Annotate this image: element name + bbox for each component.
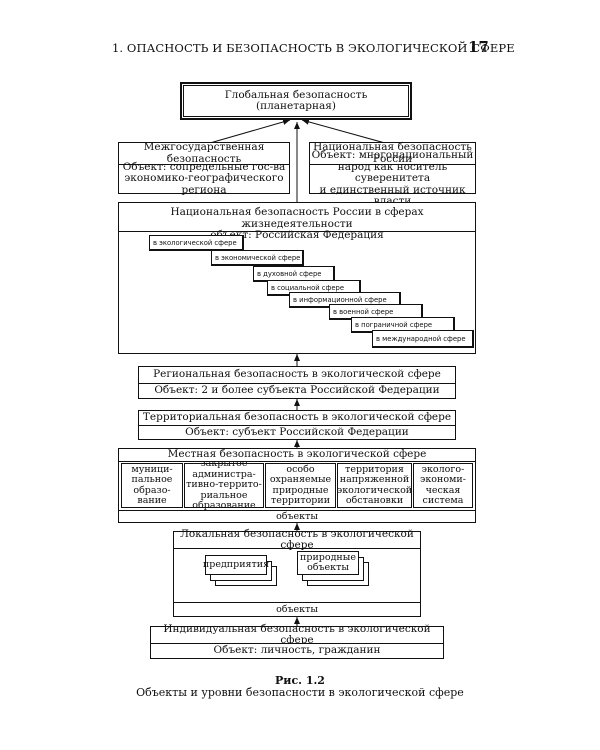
interstate-security-object-box: Объект: сопредельные гос-ва экономико-ге… xyxy=(118,160,290,196)
sphere-box-international: в международной сфере xyxy=(372,330,474,348)
interstate-title-line2: безопасность xyxy=(166,152,242,165)
local-col1-line1: муници- xyxy=(131,463,173,475)
local-security-title: Местная безопасность в экологической сфе… xyxy=(167,448,427,461)
national-spheres-divider xyxy=(119,231,475,232)
territorial-security-object: Объект: субъект Российской Федерации xyxy=(138,425,456,440)
interstate-object-line2: экономико-географического xyxy=(124,172,284,185)
national-spheres-heading: Национальная безопасность России в сфера… xyxy=(119,206,475,242)
localized-footer-divider xyxy=(174,602,420,603)
natural-objects-line2: объекты xyxy=(307,562,349,573)
territorial-security-title: Территориальная безопасность в экологиче… xyxy=(138,410,456,425)
local-col5-line4: система xyxy=(422,495,464,506)
localized-title-divider xyxy=(174,548,420,549)
national-title-line2: России xyxy=(372,152,413,165)
localized-security-title: Локальная безопасность в экологической с… xyxy=(180,527,414,551)
local-col5-line2: экономи- xyxy=(420,474,466,485)
interstate-object-line1: Объект: сопредельные гос-ва xyxy=(122,160,286,173)
local-col5-line3: ческая xyxy=(425,484,461,496)
natural-objects-line1: природные xyxy=(300,551,356,563)
interstate-object-line3: региона xyxy=(181,183,227,196)
local-col2-line5: образование xyxy=(192,500,256,512)
local-footer-divider xyxy=(119,510,475,511)
national-security-title-box: Национальная безопасность России xyxy=(309,141,476,165)
local-col2-line3: тивно-террито- xyxy=(186,479,262,491)
figure-label: Рис. 1.2 xyxy=(275,674,325,687)
interstate-security-title-box: Межгосударственная безопасность xyxy=(118,141,290,165)
figure-caption: Объекты и уровни безопасности в экологич… xyxy=(136,686,464,699)
local-col1-line4: вание xyxy=(137,495,167,506)
natural-objects-card: природные объекты xyxy=(297,551,359,575)
local-col4-line1: территория xyxy=(345,463,404,475)
global-security-inner: Глобальная безопасность (планетарная) xyxy=(183,85,409,117)
local-column-closed-territory: закрытое администра- тивно-террито- риал… xyxy=(184,459,264,511)
local-column-municipal: муници- пальное образо- вание xyxy=(121,463,183,508)
enterprises-card: предприятия xyxy=(203,555,269,575)
national-spheres-title: Национальная безопасность России в сфера… xyxy=(170,206,424,230)
local-column-protected-areas: особо охраняемые природные территории xyxy=(265,463,336,508)
local-col3-line3: природные xyxy=(272,484,329,496)
national-object-line1: Объект: многонациональный xyxy=(311,149,474,162)
local-col3-line4: территории xyxy=(270,495,331,506)
local-col2-line1: закрытое xyxy=(200,458,248,470)
local-col4-line3: экологической xyxy=(336,484,413,496)
local-column-tense-territory: территория напряженной экологической обс… xyxy=(337,463,412,508)
global-security-subtitle: (планетарная) xyxy=(255,100,336,112)
national-object-line2: народ как носитель суверенитета xyxy=(337,160,448,185)
national-security-object-box: Объект: многонациональный народ как носи… xyxy=(309,150,476,207)
local-col3-line1: особо xyxy=(286,463,315,475)
interstate-title-line1: Межгосударственная xyxy=(143,141,265,153)
national-spheres-object: объект: Российская Федерация xyxy=(210,229,384,241)
page-number: 17 xyxy=(468,38,489,56)
local-col4-line4: обстановки xyxy=(345,495,404,506)
local-col4-line2: напряженной xyxy=(339,474,410,485)
local-col2-line4: риальное xyxy=(200,489,248,501)
local-column-eco-system: эколого- экономи- ческая система xyxy=(413,463,473,508)
running-title: 1. ОПАСНОСТЬ И БЕЗОПАСНОСТЬ В ЭКОЛОГИЧЕС… xyxy=(112,41,515,55)
local-col2-line2: администра- xyxy=(192,468,256,480)
sphere-box-economic: в экономической сфере xyxy=(211,250,304,266)
local-col5-line1: эколого- xyxy=(421,463,465,475)
individual-security-object: Объект: личность, гражданин xyxy=(150,643,444,659)
national-object-line3: и единственный источник власти xyxy=(319,183,466,207)
local-col1-line3: образо- xyxy=(133,484,171,496)
regional-security-object: Объект: 2 и более субъекта Российской Фе… xyxy=(138,383,456,399)
global-security-title: Глобальная безопасность xyxy=(224,88,368,101)
regional-security-title: Региональная безопасность в экологическо… xyxy=(138,366,456,383)
local-objects-label: объекты xyxy=(276,510,318,522)
local-title-divider xyxy=(119,461,475,462)
sphere-box-ecological: в экологической сфере xyxy=(149,235,244,251)
local-col1-line2: пальное xyxy=(131,474,173,485)
individual-security-title: Индивидуальная безопасность в экологичес… xyxy=(150,623,444,646)
national-title-line1: Национальная безопасность xyxy=(313,141,472,153)
local-col3-line2: охраняемые xyxy=(269,474,332,485)
localized-objects-label: объекты xyxy=(276,603,318,615)
